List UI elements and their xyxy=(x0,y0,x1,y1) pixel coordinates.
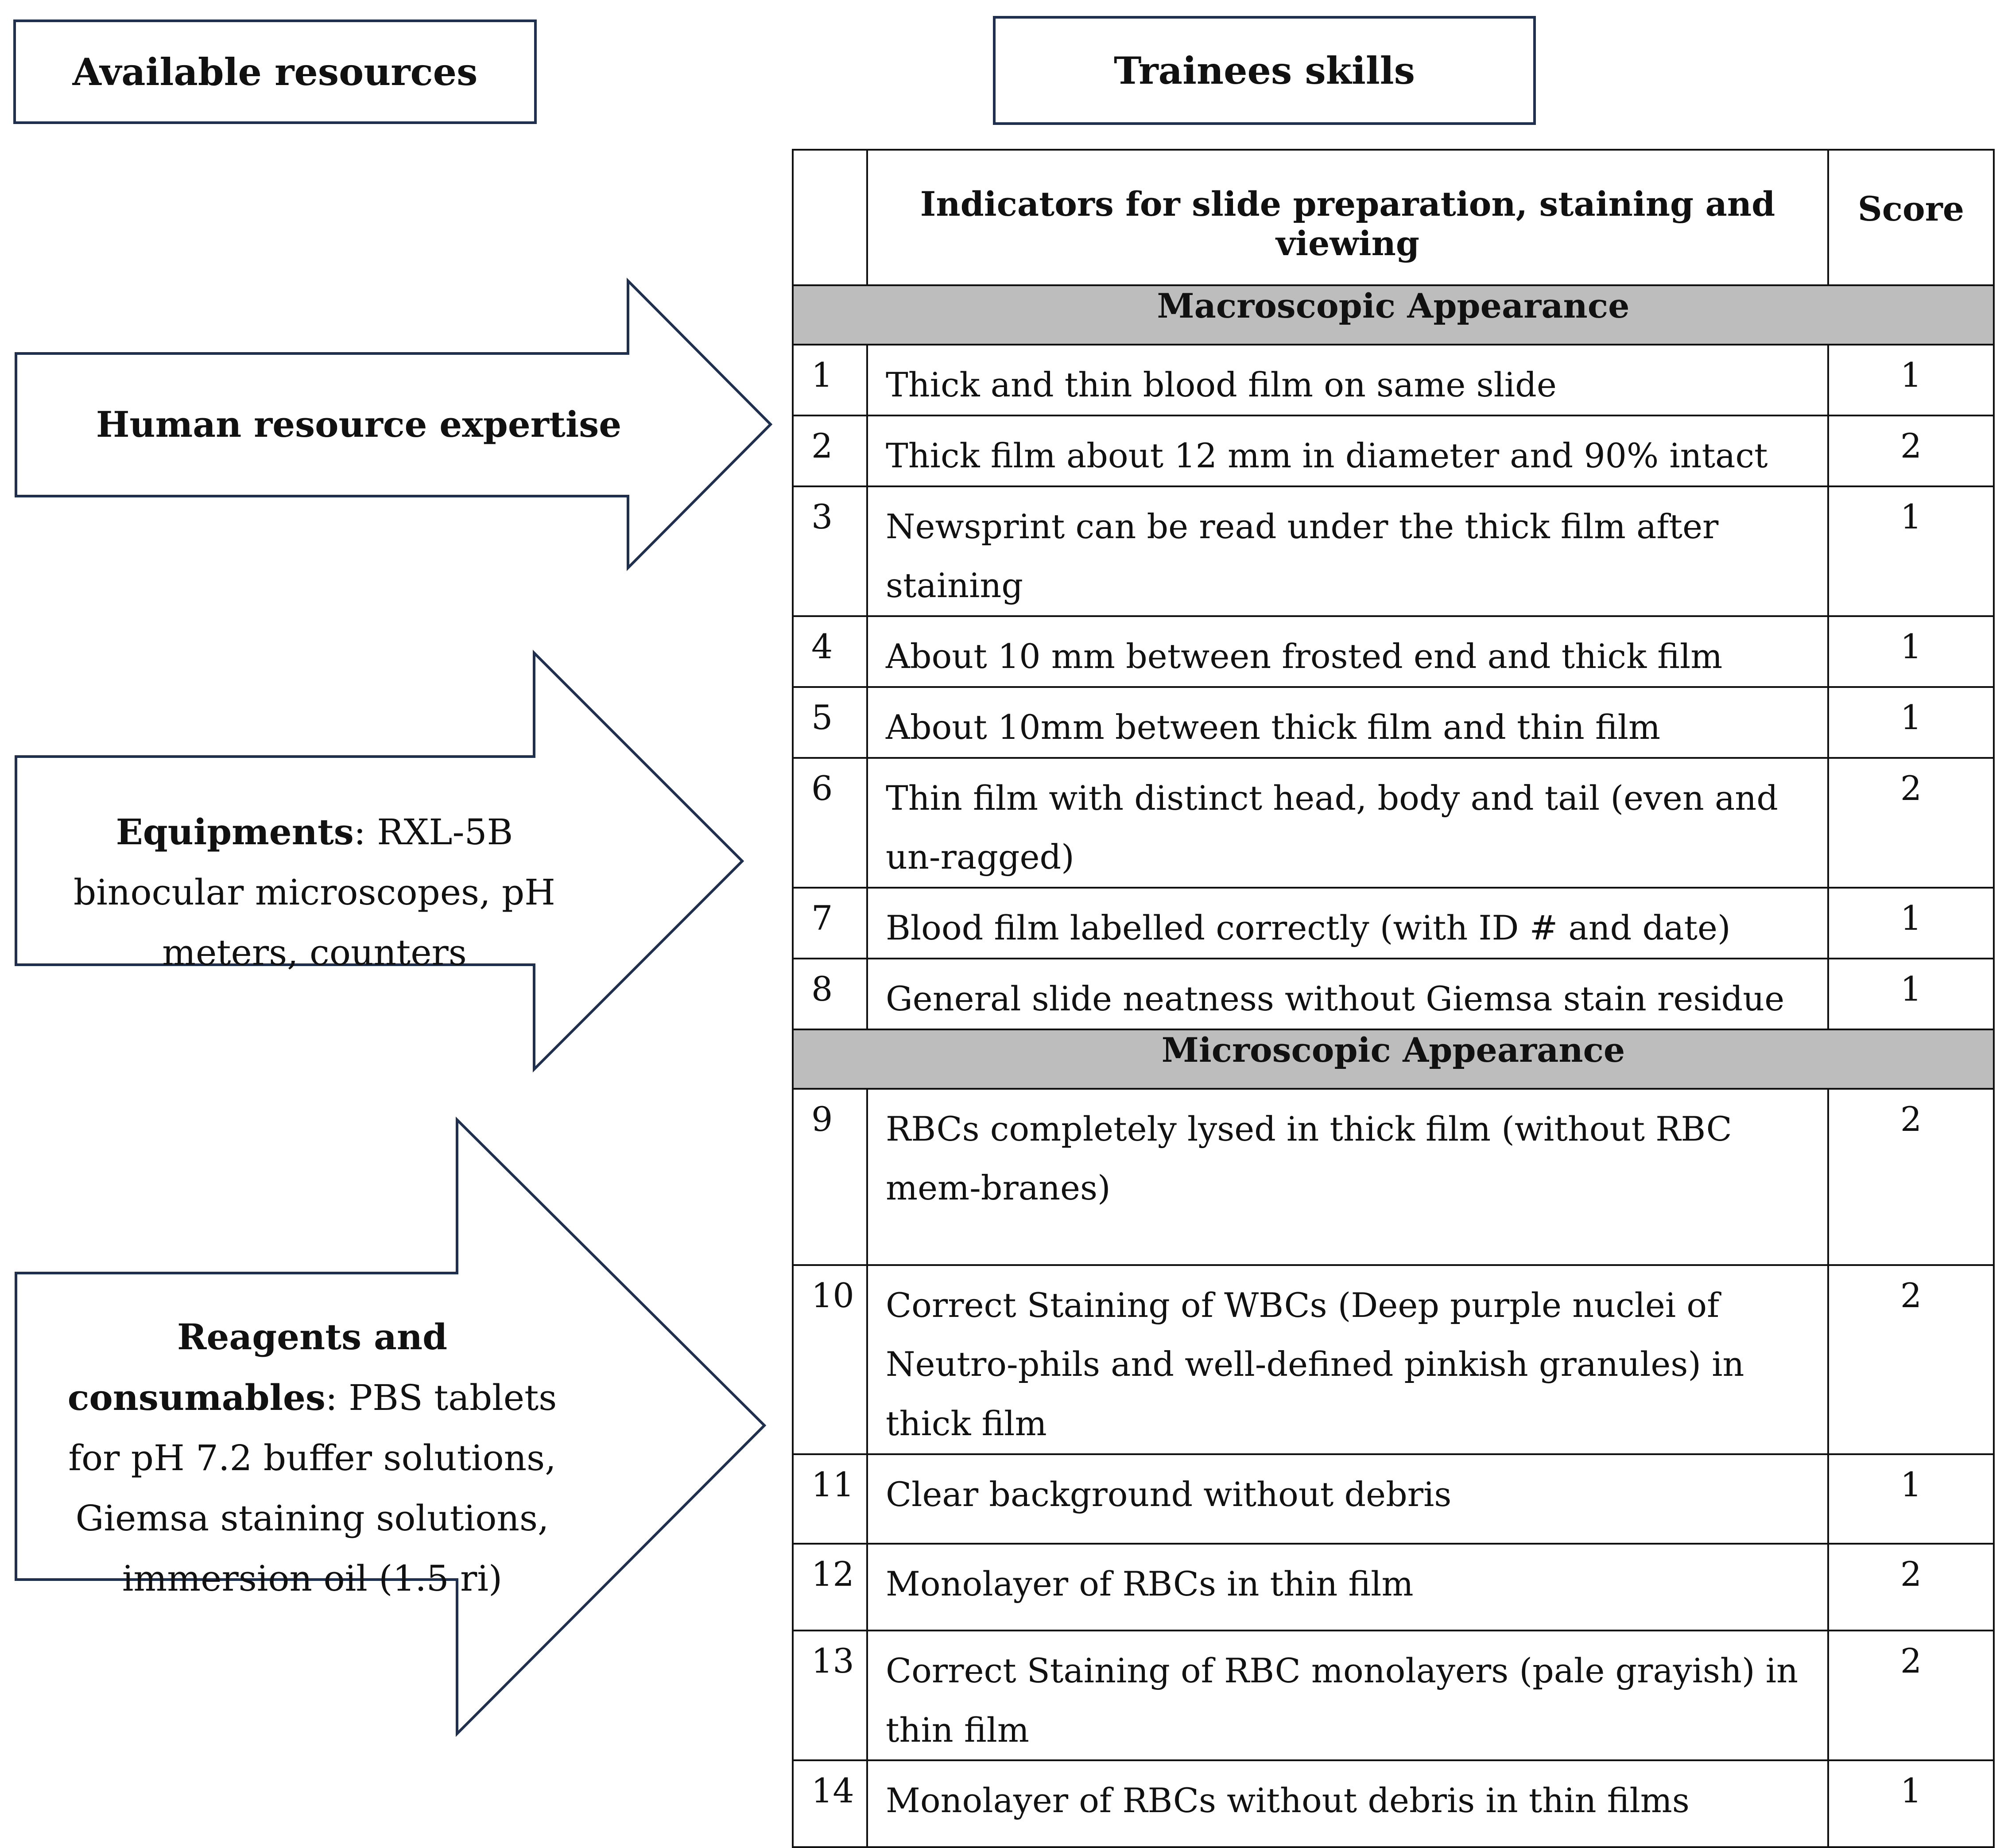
row-number: 4 xyxy=(792,615,868,688)
row-score: 2 xyxy=(1827,1629,1995,1762)
reagents-detail: : PBS tablets for pH 7.2 buffer solution… xyxy=(68,1377,557,1599)
row-score: 1 xyxy=(1827,1759,1995,1848)
resource-arrows xyxy=(15,277,773,1737)
trainees-skills-label: Trainees skills xyxy=(1114,48,1415,93)
row-indicator: Monolayer of RBCs without debris in thin… xyxy=(866,1759,1829,1848)
row-score: 1 xyxy=(1827,344,1995,416)
row-indicator: Monolayer of RBCs in thin film xyxy=(866,1542,1829,1631)
equipments-label: Equipments xyxy=(116,811,354,853)
section-header-row: Microscopic Appearance xyxy=(792,1028,1995,1090)
row-indicator: Thick film about 12 mm in diameter and 9… xyxy=(866,414,1829,487)
row-number: 10 xyxy=(792,1264,868,1455)
row-indicator: Blood film labelled correctly (with ID #… xyxy=(866,887,1829,959)
equipments-detail: : RXL-5B binocular microscopes, pH meter… xyxy=(74,811,555,973)
row-score: 2 xyxy=(1827,414,1995,487)
row-number: 8 xyxy=(792,957,868,1030)
row-number: 5 xyxy=(792,686,868,759)
num-header xyxy=(792,149,868,286)
score-header: Score xyxy=(1827,149,1995,286)
row-number: 3 xyxy=(792,485,868,617)
row-score: 2 xyxy=(1827,757,1995,889)
row-number: 9 xyxy=(792,1087,868,1266)
arrow-equipments-text: Equipments: RXL-5B binocular microscopes… xyxy=(40,802,589,983)
row-score: 1 xyxy=(1827,686,1995,759)
row-number: 12 xyxy=(792,1542,868,1631)
human-resource-label: Human resource expertise xyxy=(96,404,622,445)
row-indicator: General slide neatness without Giemsa st… xyxy=(866,957,1829,1030)
row-score: 1 xyxy=(1827,887,1995,959)
available-resources-label: Available resources xyxy=(72,50,478,94)
row-score: 2 xyxy=(1827,1264,1995,1455)
row-indicator: Thin film with distinct head, body and t… xyxy=(866,757,1829,889)
row-indicator: About 10 mm between frosted end and thic… xyxy=(866,615,1829,688)
section-title: Microscopic Appearance xyxy=(792,1028,1995,1090)
row-score: 1 xyxy=(1827,957,1995,1030)
arrow-human-text: Human resource expertise xyxy=(40,394,678,455)
skills-table: Indicators for slide preparation, staini… xyxy=(792,149,1995,1848)
table-header-row: Indicators for slide preparation, staini… xyxy=(792,149,1995,286)
row-number: 11 xyxy=(792,1453,868,1545)
row-indicator: Newsprint can be read under the thick fi… xyxy=(866,485,1829,617)
indicators-header: Indicators for slide preparation, staini… xyxy=(866,149,1829,286)
row-score: 2 xyxy=(1827,1087,1995,1266)
row-indicator: About 10mm between thick film and thin f… xyxy=(866,686,1829,759)
row-number: 7 xyxy=(792,887,868,959)
row-indicator: Clear background without debris xyxy=(866,1453,1829,1545)
section-header-row: Macroscopic Appearance xyxy=(792,284,1995,346)
row-score: 1 xyxy=(1827,1453,1995,1545)
arrow-reagents-text: Reagents and consumables: PBS tablets fo… xyxy=(49,1307,576,1609)
row-number: 14 xyxy=(792,1759,868,1848)
row-indicator: Correct Staining of RBC monolayers (pale… xyxy=(866,1629,1829,1762)
reagents-label: Reagents and consumables xyxy=(67,1316,447,1418)
row-score: 2 xyxy=(1827,1542,1995,1631)
arrow-equipments xyxy=(15,649,744,1073)
row-number: 2 xyxy=(792,414,868,487)
row-score: 1 xyxy=(1827,485,1995,617)
trainees-skills-header: Trainees skills xyxy=(993,16,1536,125)
row-number: 6 xyxy=(792,757,868,889)
row-number: 1 xyxy=(792,344,868,416)
row-indicator: Thick and thin blood film on same slide xyxy=(866,344,1829,416)
arrow-human-resource xyxy=(15,277,773,571)
available-resources-header: Available resources xyxy=(13,19,537,124)
section-title: Macroscopic Appearance xyxy=(792,284,1995,346)
row-indicator: RBCs completely lysed in thick film (wit… xyxy=(866,1087,1829,1266)
row-indicator: Correct Staining of WBCs (Deep purple nu… xyxy=(866,1264,1829,1455)
row-score: 1 xyxy=(1827,615,1995,688)
row-number: 13 xyxy=(792,1629,868,1762)
arrow-reagents xyxy=(15,1116,767,1737)
